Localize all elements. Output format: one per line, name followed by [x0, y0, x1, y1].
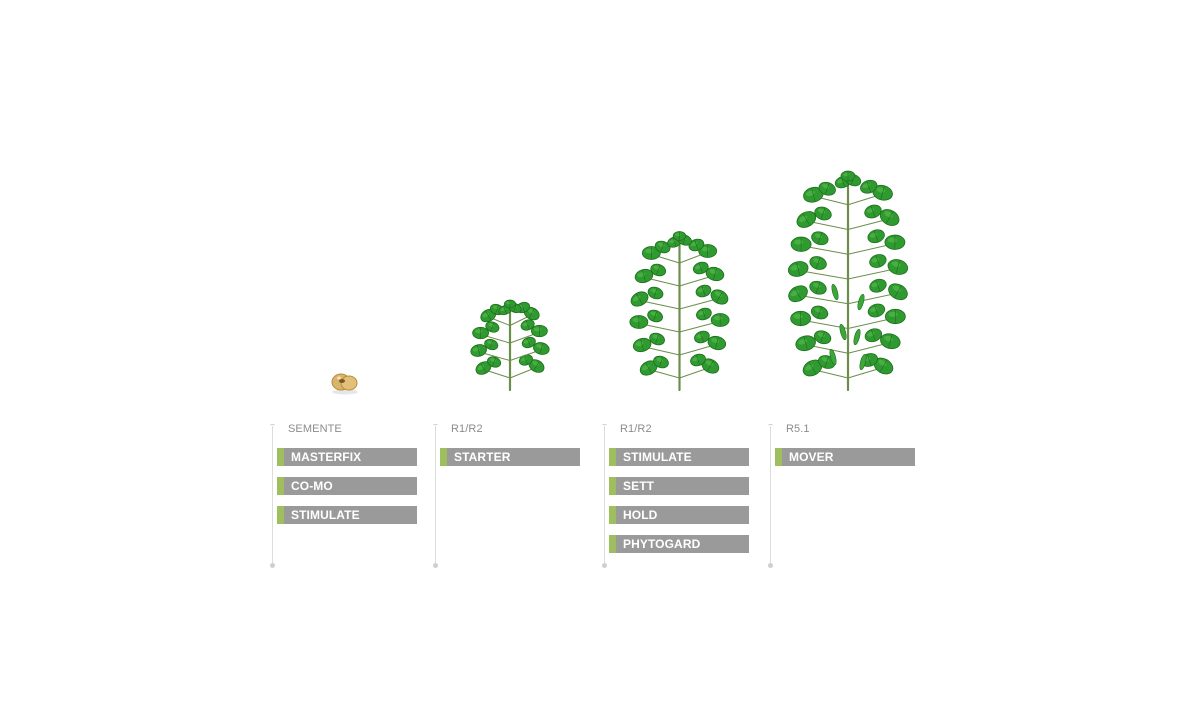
product-tag[interactable]: PHYTOGARD — [609, 535, 749, 553]
product-tag[interactable]: STIMULATE — [277, 506, 417, 524]
product-label: SETT — [623, 479, 655, 493]
stage-timeline-line — [433, 424, 438, 568]
stage-label: R5.1 — [786, 423, 810, 435]
stage-label: SEMENTE — [288, 423, 342, 435]
product-label: HOLD — [623, 508, 658, 522]
product-label: STARTER — [454, 450, 511, 464]
stage-label: R1/R2 — [451, 423, 483, 435]
seed-illustration — [331, 373, 358, 395]
product-label: CO-MO — [291, 479, 333, 493]
stage-timeline-line — [602, 424, 607, 568]
product-tag[interactable]: CO-MO — [277, 477, 417, 495]
product-label: MASTERFIX — [291, 450, 362, 464]
stage-timeline-line — [768, 424, 773, 568]
product-tag[interactable]: STIMULATE — [609, 448, 749, 466]
product-tag[interactable]: SETT — [609, 477, 749, 495]
product-label: STIMULATE — [623, 450, 692, 464]
product-tag[interactable]: STARTER — [440, 448, 580, 466]
product-label: MOVER — [789, 450, 834, 464]
medium-plant-illustration — [629, 231, 730, 392]
product-tag[interactable]: HOLD — [609, 506, 749, 524]
large-plant-illustration — [787, 170, 909, 392]
product-label: PHYTOGARD — [623, 537, 701, 551]
stage-timeline-line — [270, 424, 275, 568]
product-tag[interactable]: MOVER — [775, 448, 915, 466]
small-plant-illustration — [470, 299, 550, 392]
stage-label: R1/R2 — [620, 423, 652, 435]
product-label: STIMULATE — [291, 508, 360, 522]
product-tag[interactable]: MASTERFIX — [277, 448, 417, 466]
